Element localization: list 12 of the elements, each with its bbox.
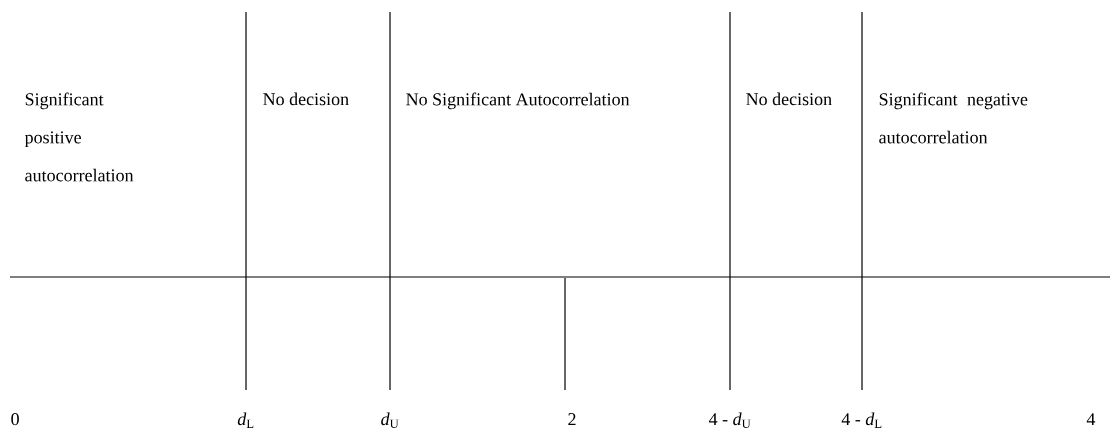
region-label: Significant negative autocorrelation [879, 92, 1028, 144]
tick-label: d$_{U}$ [381, 412, 399, 428]
region-label: No decision [746, 92, 832, 106]
tick-label: 4 - d$_{U}$ [708, 412, 751, 428]
tick-label: 2 [568, 413, 576, 425]
tick-label: 4 - d$_{L}$ [841, 412, 882, 428]
region-label: No Significant Autocorrelation [406, 92, 630, 110]
tick-label: d$_{L}$ [237, 412, 254, 428]
region-label: Significant positive autocorrelation [24, 92, 134, 182]
region-label: No decision [263, 92, 349, 106]
tick-label: 4 [1086, 413, 1096, 425]
tick-label: 0 [11, 413, 19, 426]
